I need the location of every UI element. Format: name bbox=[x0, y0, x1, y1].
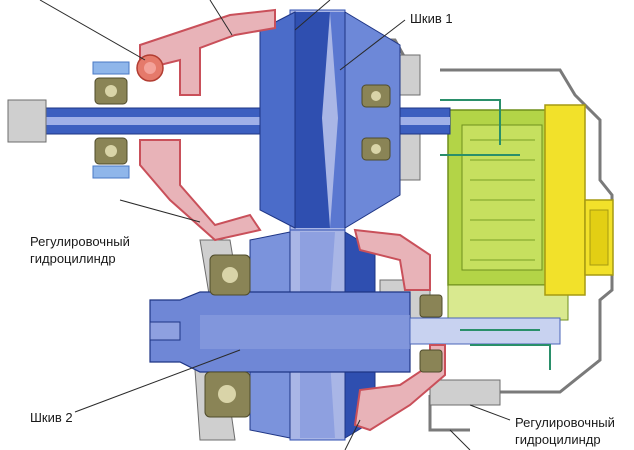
label-pulley-1: Шкив 1 bbox=[410, 11, 453, 26]
label-cylinder-right-line2: гидроцилиндр bbox=[515, 432, 601, 447]
label-cylinder-right-line1: Регулировочный bbox=[515, 415, 615, 430]
pulley-1 bbox=[259, 9, 401, 231]
electronic-connector bbox=[544, 104, 614, 296]
output-shaft bbox=[149, 291, 561, 373]
bearings bbox=[94, 77, 443, 418]
leader-lines bbox=[39, 0, 511, 450]
bearing-rollers bbox=[105, 85, 381, 403]
hydraulic-cylinder-upper bbox=[136, 8, 276, 242]
label-pulley-2: Шкив 2 bbox=[30, 410, 73, 425]
hydraulic-cylinder-lower bbox=[353, 228, 446, 432]
oil-channels bbox=[440, 99, 551, 370]
seal-rings bbox=[92, 61, 130, 179]
label-cylinder-left-line1: Регулировочный bbox=[30, 234, 130, 249]
hydraulic-control-unit bbox=[447, 109, 569, 321]
label-cylinder-left-line2: гидроцилиндр bbox=[30, 251, 116, 266]
